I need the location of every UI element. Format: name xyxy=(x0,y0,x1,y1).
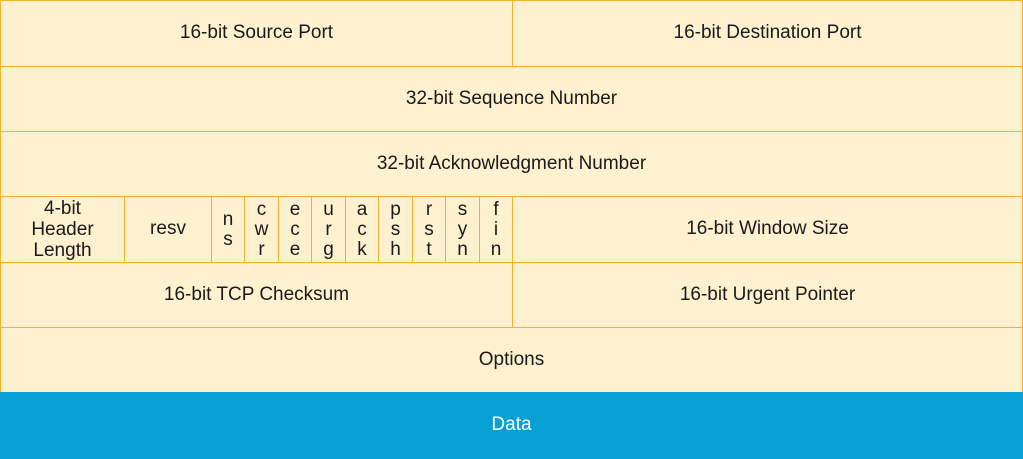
data-field: Data xyxy=(0,392,1023,459)
sequence-number-field: 32-bit Sequence Number xyxy=(0,66,1023,132)
window-size-field: 16-bit Window Size xyxy=(512,196,1023,263)
source-port-field: 16-bit Source Port xyxy=(0,0,513,67)
flag-letter: k xyxy=(357,238,367,260)
flag-letter: s xyxy=(390,218,401,240)
header-length-field: 4-bit Header Length xyxy=(0,196,125,263)
flag-letter: e xyxy=(289,238,301,260)
data-label: Data xyxy=(491,414,532,436)
reserved-field: resv xyxy=(124,196,212,263)
flag-letter: n xyxy=(222,208,234,230)
flag-letter: y xyxy=(457,218,468,240)
flag-letter: r xyxy=(325,218,332,240)
flag-letter: h xyxy=(390,238,401,260)
acknowledgment-number-field: 32-bit Acknowledgment Number xyxy=(0,131,1023,197)
acknowledgment-number-label: 32-bit Acknowledgment Number xyxy=(376,152,647,174)
reserved-label: resv xyxy=(150,218,186,240)
options-label: Options xyxy=(478,348,545,370)
flag-letter: c xyxy=(290,218,300,240)
flag-letter: c xyxy=(256,198,267,220)
header-length-label: 4-bit Header Length xyxy=(31,198,94,261)
flag-letter: s xyxy=(223,228,233,250)
flag-letter: a xyxy=(356,198,368,220)
flag-letter: i xyxy=(493,218,499,240)
urgent-pointer-field: 16-bit Urgent Pointer xyxy=(512,262,1023,328)
flag-letter: t xyxy=(426,238,432,260)
flag-letter: r xyxy=(258,238,265,260)
tcp-checksum-label: 16-bit TCP Checksum xyxy=(163,283,350,305)
window-size-label: 16-bit Window Size xyxy=(686,218,849,240)
destination-port-field: 16-bit Destination Port xyxy=(512,0,1023,67)
flag-letter: n xyxy=(457,238,468,260)
destination-port-label: 16-bit Destination Port xyxy=(673,22,862,44)
options-field: Options xyxy=(0,327,1023,393)
flag-letter: c xyxy=(357,218,367,240)
flag-letter: g xyxy=(323,238,334,260)
flag-letter: r xyxy=(425,198,433,220)
flag-letter: w xyxy=(254,218,269,240)
flag-letter: u xyxy=(323,198,334,220)
flag-letter: f xyxy=(493,198,499,220)
flag-letter: s xyxy=(424,218,434,240)
flag-letter: p xyxy=(390,198,401,220)
flag-letter: s xyxy=(457,198,468,220)
flag-letter: e xyxy=(289,198,301,220)
sequence-number-label: 32-bit Sequence Number xyxy=(405,87,618,109)
tcp-checksum-field: 16-bit TCP Checksum xyxy=(0,262,513,328)
source-port-label: 16-bit Source Port xyxy=(179,22,334,44)
urgent-pointer-label: 16-bit Urgent Pointer xyxy=(679,283,856,305)
flag-letter: n xyxy=(490,238,502,260)
